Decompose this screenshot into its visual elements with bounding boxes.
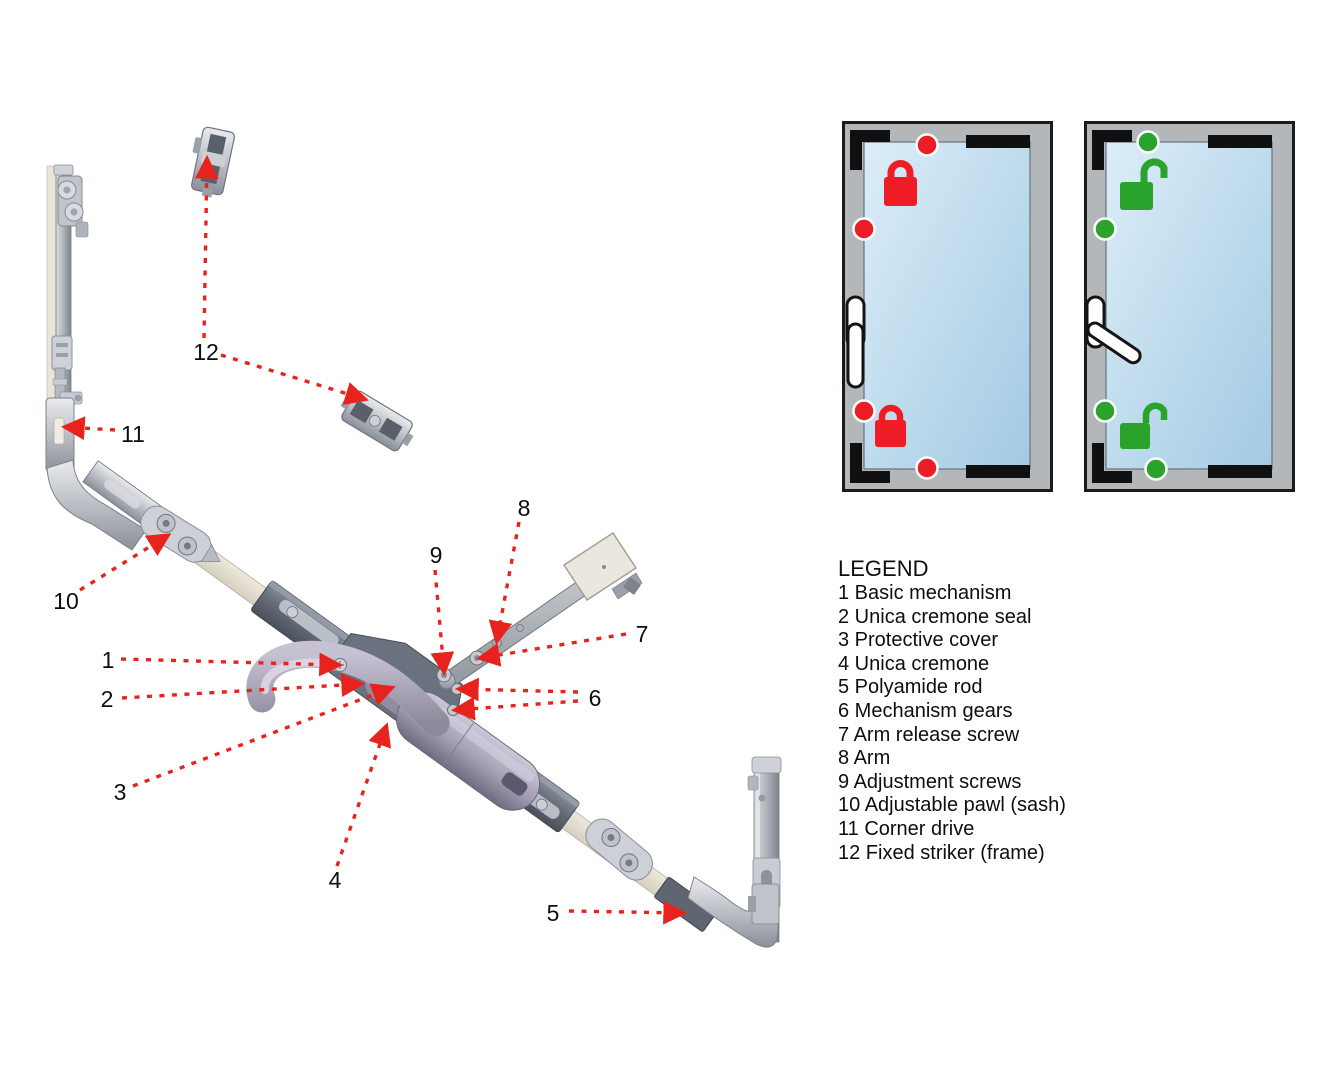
diagram-label-12: 12 [193, 339, 219, 365]
leader-line-9 [430, 569, 455, 677]
leader-line-10 [79, 533, 172, 592]
legend-item: 2 Unica cremone seal [838, 605, 1032, 628]
top-bar-icon [966, 135, 1030, 148]
corner-bracket-icon [850, 130, 890, 170]
lock-point-indicators [1093, 130, 1168, 481]
legend-item: 10 Adjustable pawl (sash) [838, 794, 1066, 817]
leader-line-4 [335, 722, 392, 867]
top-pawl-hardware [57, 175, 89, 238]
legend-item: 5 Polyamide rod [838, 676, 983, 699]
lock-point-indicator [1136, 130, 1160, 154]
fixed-striker-top [191, 126, 235, 198]
legend-item: 6 Mechanism gears [838, 699, 1013, 722]
lock-point-indicator [852, 399, 876, 423]
window-handle-vertical [845, 295, 866, 389]
window-handle [246, 640, 541, 811]
window-unlocked-diagram [1084, 121, 1295, 492]
padlock-closed-icon [875, 404, 906, 447]
padlock-closed-icon [884, 160, 917, 206]
leader-line-5 [568, 900, 688, 925]
leader-line-8 [488, 521, 521, 646]
legend-item: 11 Corner drive [838, 817, 975, 840]
exploded-diagram: 1 2 3 4 5 6 7 8 9 10 11 12 [45, 126, 782, 948]
lock-point-indicator [915, 456, 939, 480]
adjustable-pawl-lower [585, 818, 653, 881]
leader-line-11 [60, 416, 116, 441]
diagram-labels: 1 2 3 4 5 6 7 8 9 10 11 12 [53, 339, 648, 926]
corner-bracket-icon [850, 443, 890, 483]
lock-point-indicators [852, 133, 939, 480]
diagram-label-1: 1 [102, 647, 115, 673]
legend: LEGEND 1 Basic mechanism 2 Unica cremone… [838, 556, 1168, 865]
legend-item: 7 Arm release screw [838, 723, 1020, 746]
legend-item: 1 Basic mechanism [838, 582, 1012, 604]
lock-point-indicator [1093, 399, 1117, 423]
arm-end-block [562, 531, 643, 602]
corner-bracket-icon [1092, 130, 1132, 170]
diagram-label-6: 6 [589, 685, 602, 711]
diagram-label-3: 3 [114, 779, 127, 805]
window-handle-rotated [1085, 295, 1142, 365]
lock-point-indicator [915, 133, 939, 157]
lock-point-indicator [1093, 217, 1117, 241]
lock-point-indicator [1144, 457, 1168, 481]
leader-line-3 [132, 683, 396, 788]
diagram-label-5: 5 [547, 900, 560, 926]
leader-line-2 [121, 673, 366, 700]
diagram-label-9: 9 [430, 542, 443, 568]
padlock-open-icon [1120, 402, 1168, 449]
bottom-bar-icon [966, 465, 1030, 478]
window-locked-diagram [842, 121, 1053, 492]
diagram-label-7: 7 [636, 621, 649, 647]
legend-item: 9 Adjustment screws [838, 770, 1022, 793]
legend-item: 8 Arm [838, 747, 891, 770]
mid-connector [51, 335, 73, 411]
diagram-label-2: 2 [101, 686, 114, 712]
corner-drive-right [687, 756, 782, 948]
leader-line-12b [220, 353, 369, 405]
leader-line-6a [454, 677, 579, 702]
legend-item: 12 Fixed striker (frame) [838, 841, 1045, 864]
lock-point-indicator [852, 217, 876, 241]
legend-item: 3 Protective cover [838, 629, 999, 652]
leader-line-6b [450, 696, 579, 721]
diagram-label-11: 11 [121, 421, 145, 447]
adjustable-pawl-upper [140, 505, 221, 563]
bottom-bar-icon [1208, 465, 1272, 478]
diagram-label-8: 8 [518, 495, 531, 521]
padlock-open-icon [1120, 158, 1168, 210]
legend-item: 4 Unica cremone [838, 652, 990, 675]
leader-line-12a [194, 154, 219, 339]
legend-title: LEGEND [838, 556, 929, 581]
fixed-striker-mid [340, 390, 414, 452]
leader-lines [60, 154, 688, 925]
top-bar-icon [1208, 135, 1272, 148]
corner-bracket-icon [1092, 443, 1132, 483]
diagram-label-4: 4 [329, 867, 342, 893]
diagram-label-10: 10 [53, 588, 79, 614]
